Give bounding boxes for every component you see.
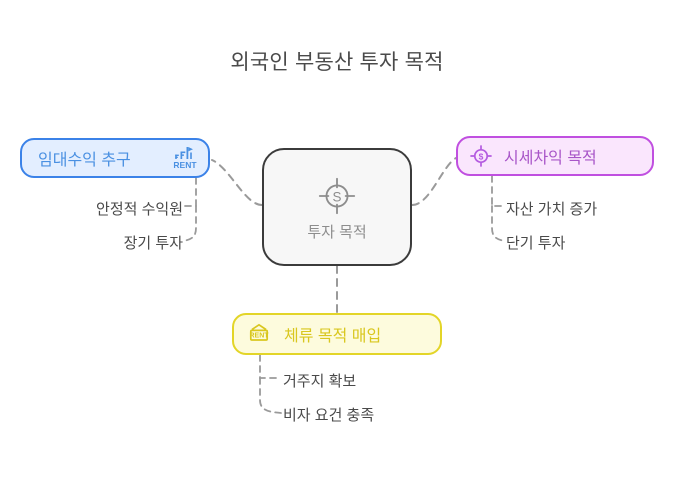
- leaf-label-visa: 비자 요건 충족: [283, 407, 375, 424]
- target-dollar-icon: S: [314, 173, 360, 219]
- leaf-label-shortterm: 단기 투자: [506, 235, 566, 252]
- center-node[interactable]: S 투자 목적: [262, 148, 412, 266]
- branch-label-residence: 체류 목적 매입: [284, 328, 382, 345]
- leaf-label-housing: 거주지 확보: [283, 373, 357, 390]
- connector-residence-to-visa: [259, 377, 282, 414]
- connector-rental-to-longterm: [181, 205, 197, 242]
- branch-label-capitalgain: 시세차익 목적: [504, 150, 597, 167]
- branch-node-rental[interactable]: 임대수익 추구 RENT: [20, 138, 210, 178]
- connector-center-to-rental: [211, 159, 263, 206]
- center-node-label: 투자 목적: [307, 223, 367, 241]
- branch-label-rental: 임대수익 추구: [38, 152, 131, 169]
- leaf-label-longterm: 장기 투자: [123, 235, 183, 252]
- connector-capitalgain-to-assetvalue: [491, 175, 505, 207]
- connector-rental-to-stable: [183, 177, 197, 207]
- svg-text:RENT: RENT: [249, 332, 269, 339]
- rent-board-icon: RENT: [246, 321, 272, 347]
- branch-node-capitalgain[interactable]: $ 시세차익 목적: [456, 136, 654, 176]
- svg-text:$: $: [479, 151, 484, 161]
- branch-node-residence[interactable]: RENT 체류 목적 매입: [232, 313, 442, 355]
- connector-capitalgain-to-shortterm: [491, 205, 507, 242]
- leaf-label-assetvalue: 자산 가치 증가: [506, 201, 598, 218]
- connector-center-to-capitalgain: [411, 157, 457, 206]
- page-title: 외국인 부동산 투자 목적: [230, 51, 444, 74]
- target-dollar-icon: $: [468, 143, 494, 169]
- connector-residence-to-housing: [259, 354, 282, 379]
- rent-sign-icon: RENT: [172, 145, 198, 171]
- svg-text:RENT: RENT: [173, 160, 197, 170]
- svg-text:S: S: [333, 189, 342, 204]
- leaf-label-stable: 안정적 수익원: [96, 201, 183, 218]
